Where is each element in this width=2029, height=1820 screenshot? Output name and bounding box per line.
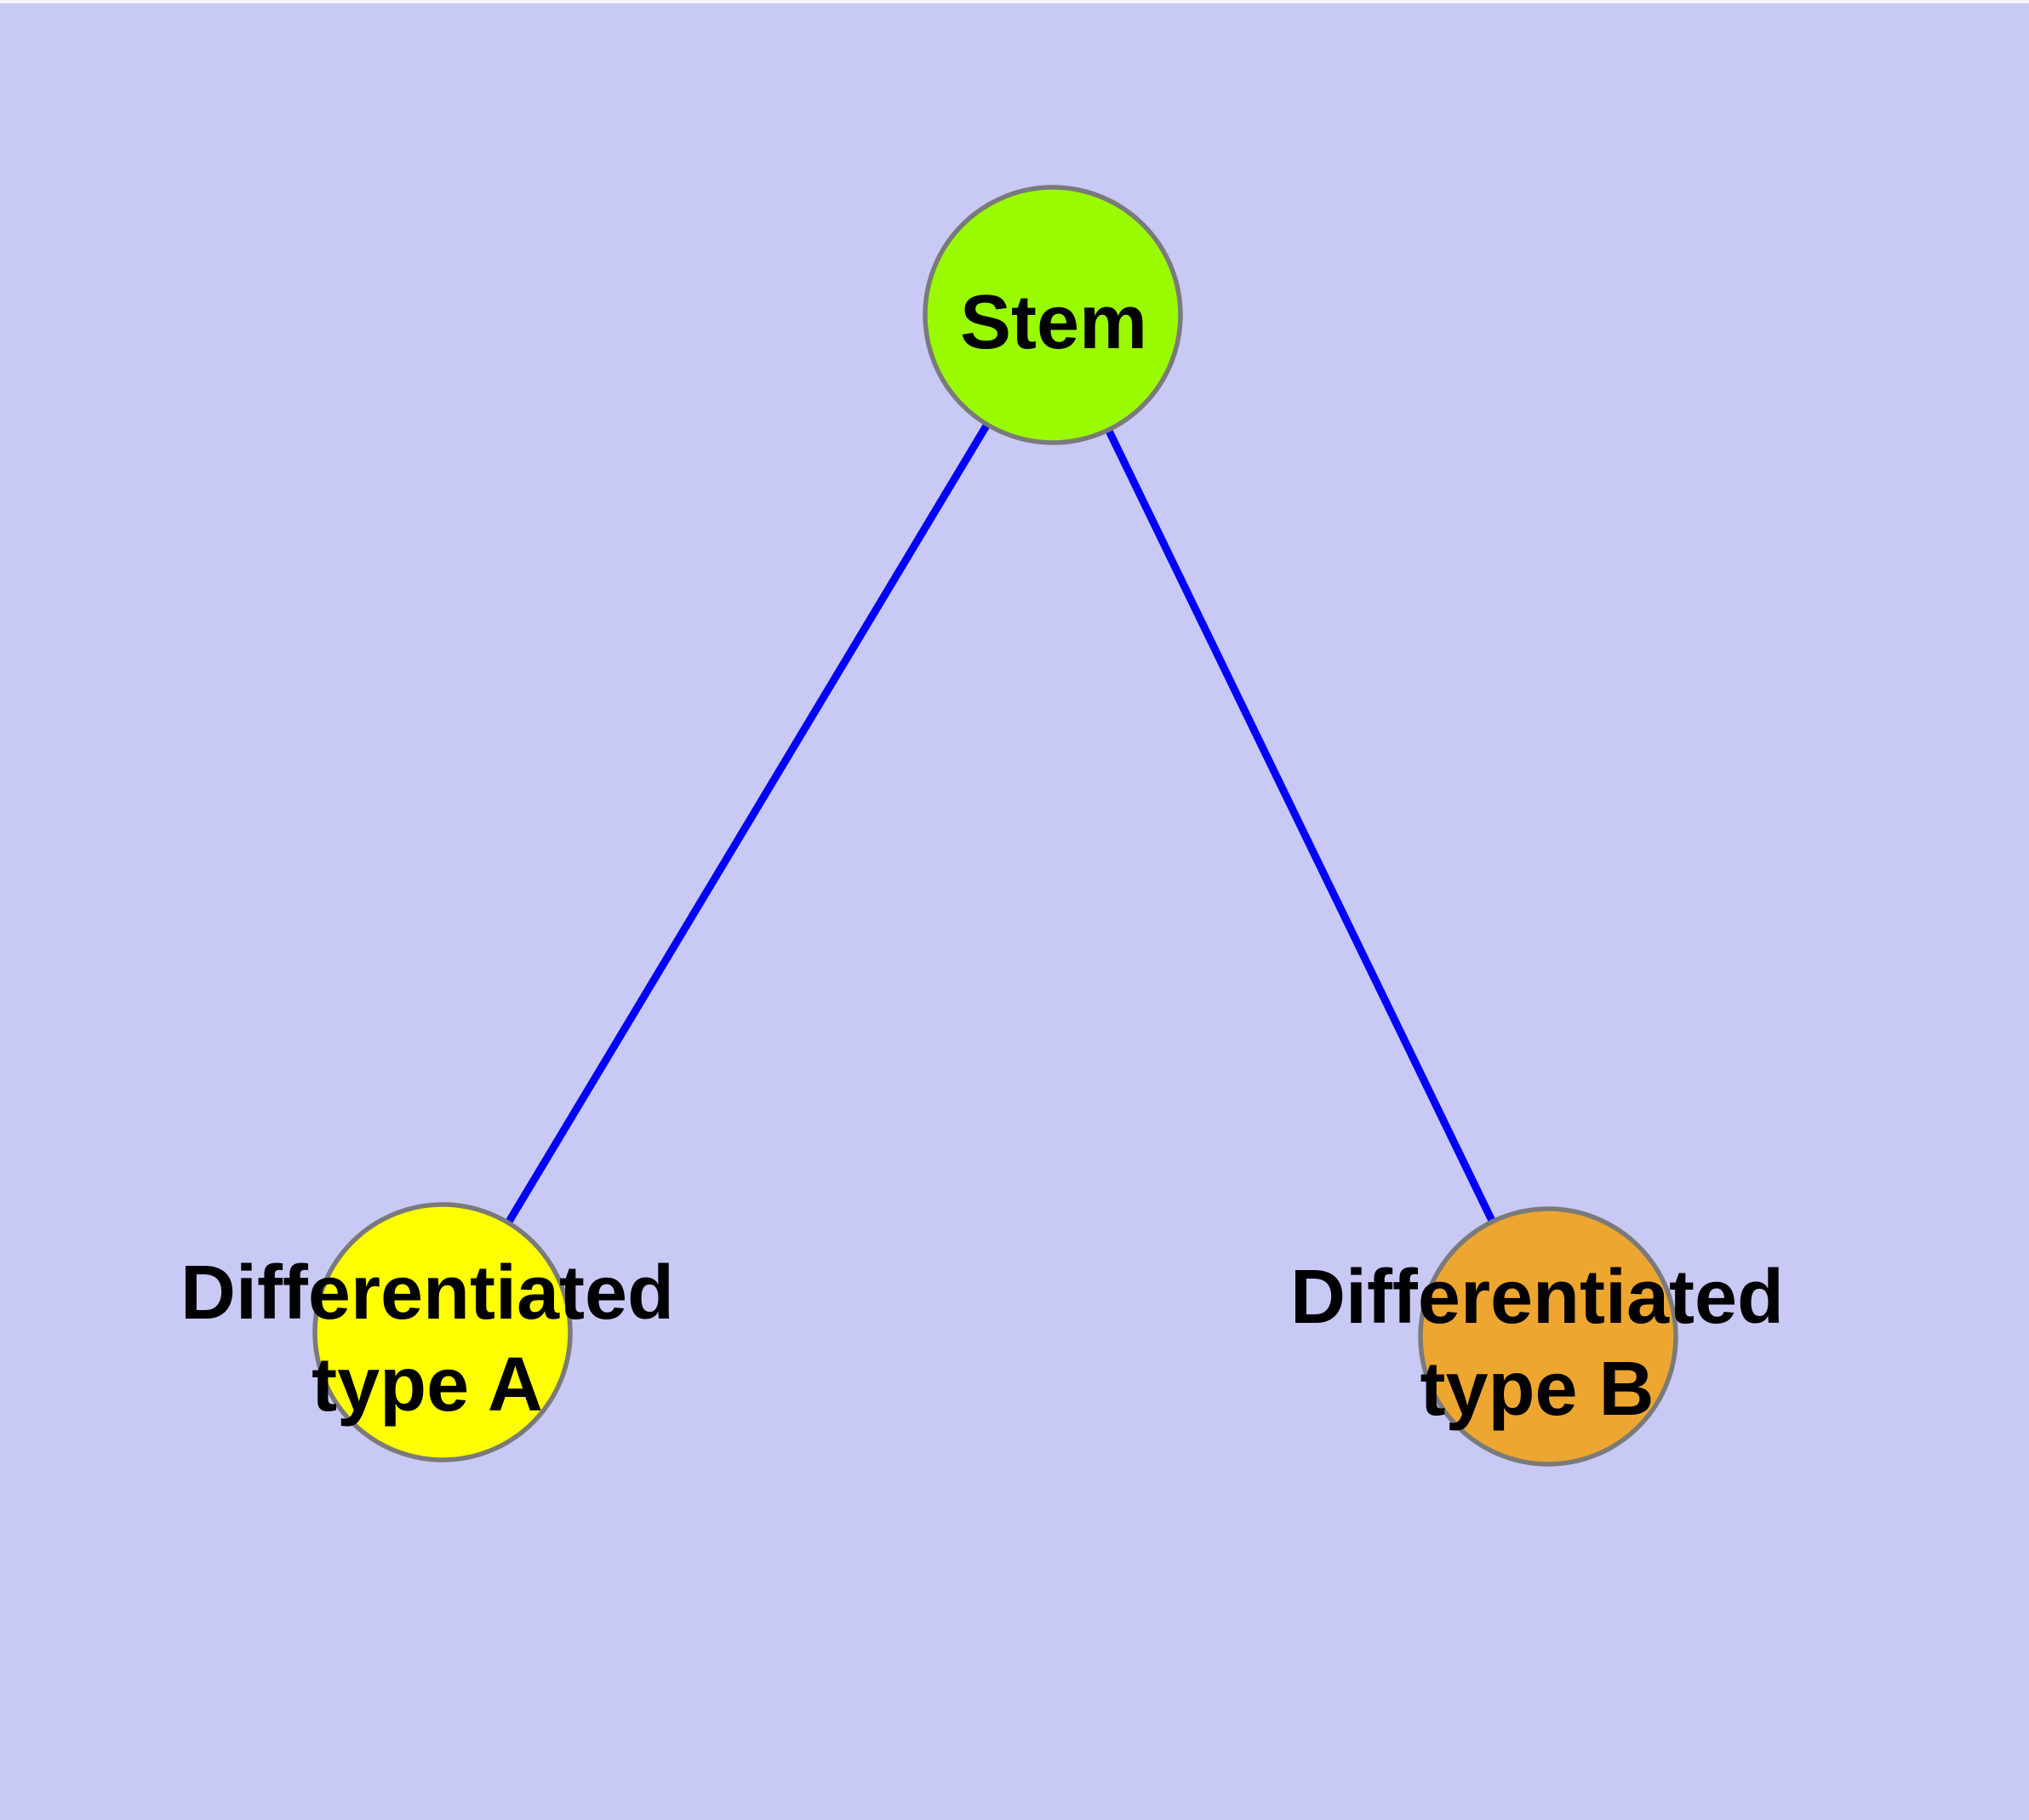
edge-stem-to-type-b — [1049, 313, 1552, 1338]
edge-stem-to-type-a — [439, 312, 1056, 1335]
node-type-b-label-line1: Differentiated — [1290, 1255, 1784, 1340]
node-type-a-label-line1: Differentiated — [180, 1251, 674, 1336]
node-stem-label: Stem — [960, 280, 1147, 365]
top-edge-strip — [0, 0, 2029, 3]
node-differentiated-type-a — [312, 1202, 573, 1462]
node-differentiated-type-b — [1418, 1206, 1678, 1467]
node-stem — [923, 185, 1183, 445]
node-type-a-label-line2: type A — [311, 1342, 543, 1428]
node-type-b-label-line2: type B — [1420, 1347, 1654, 1432]
